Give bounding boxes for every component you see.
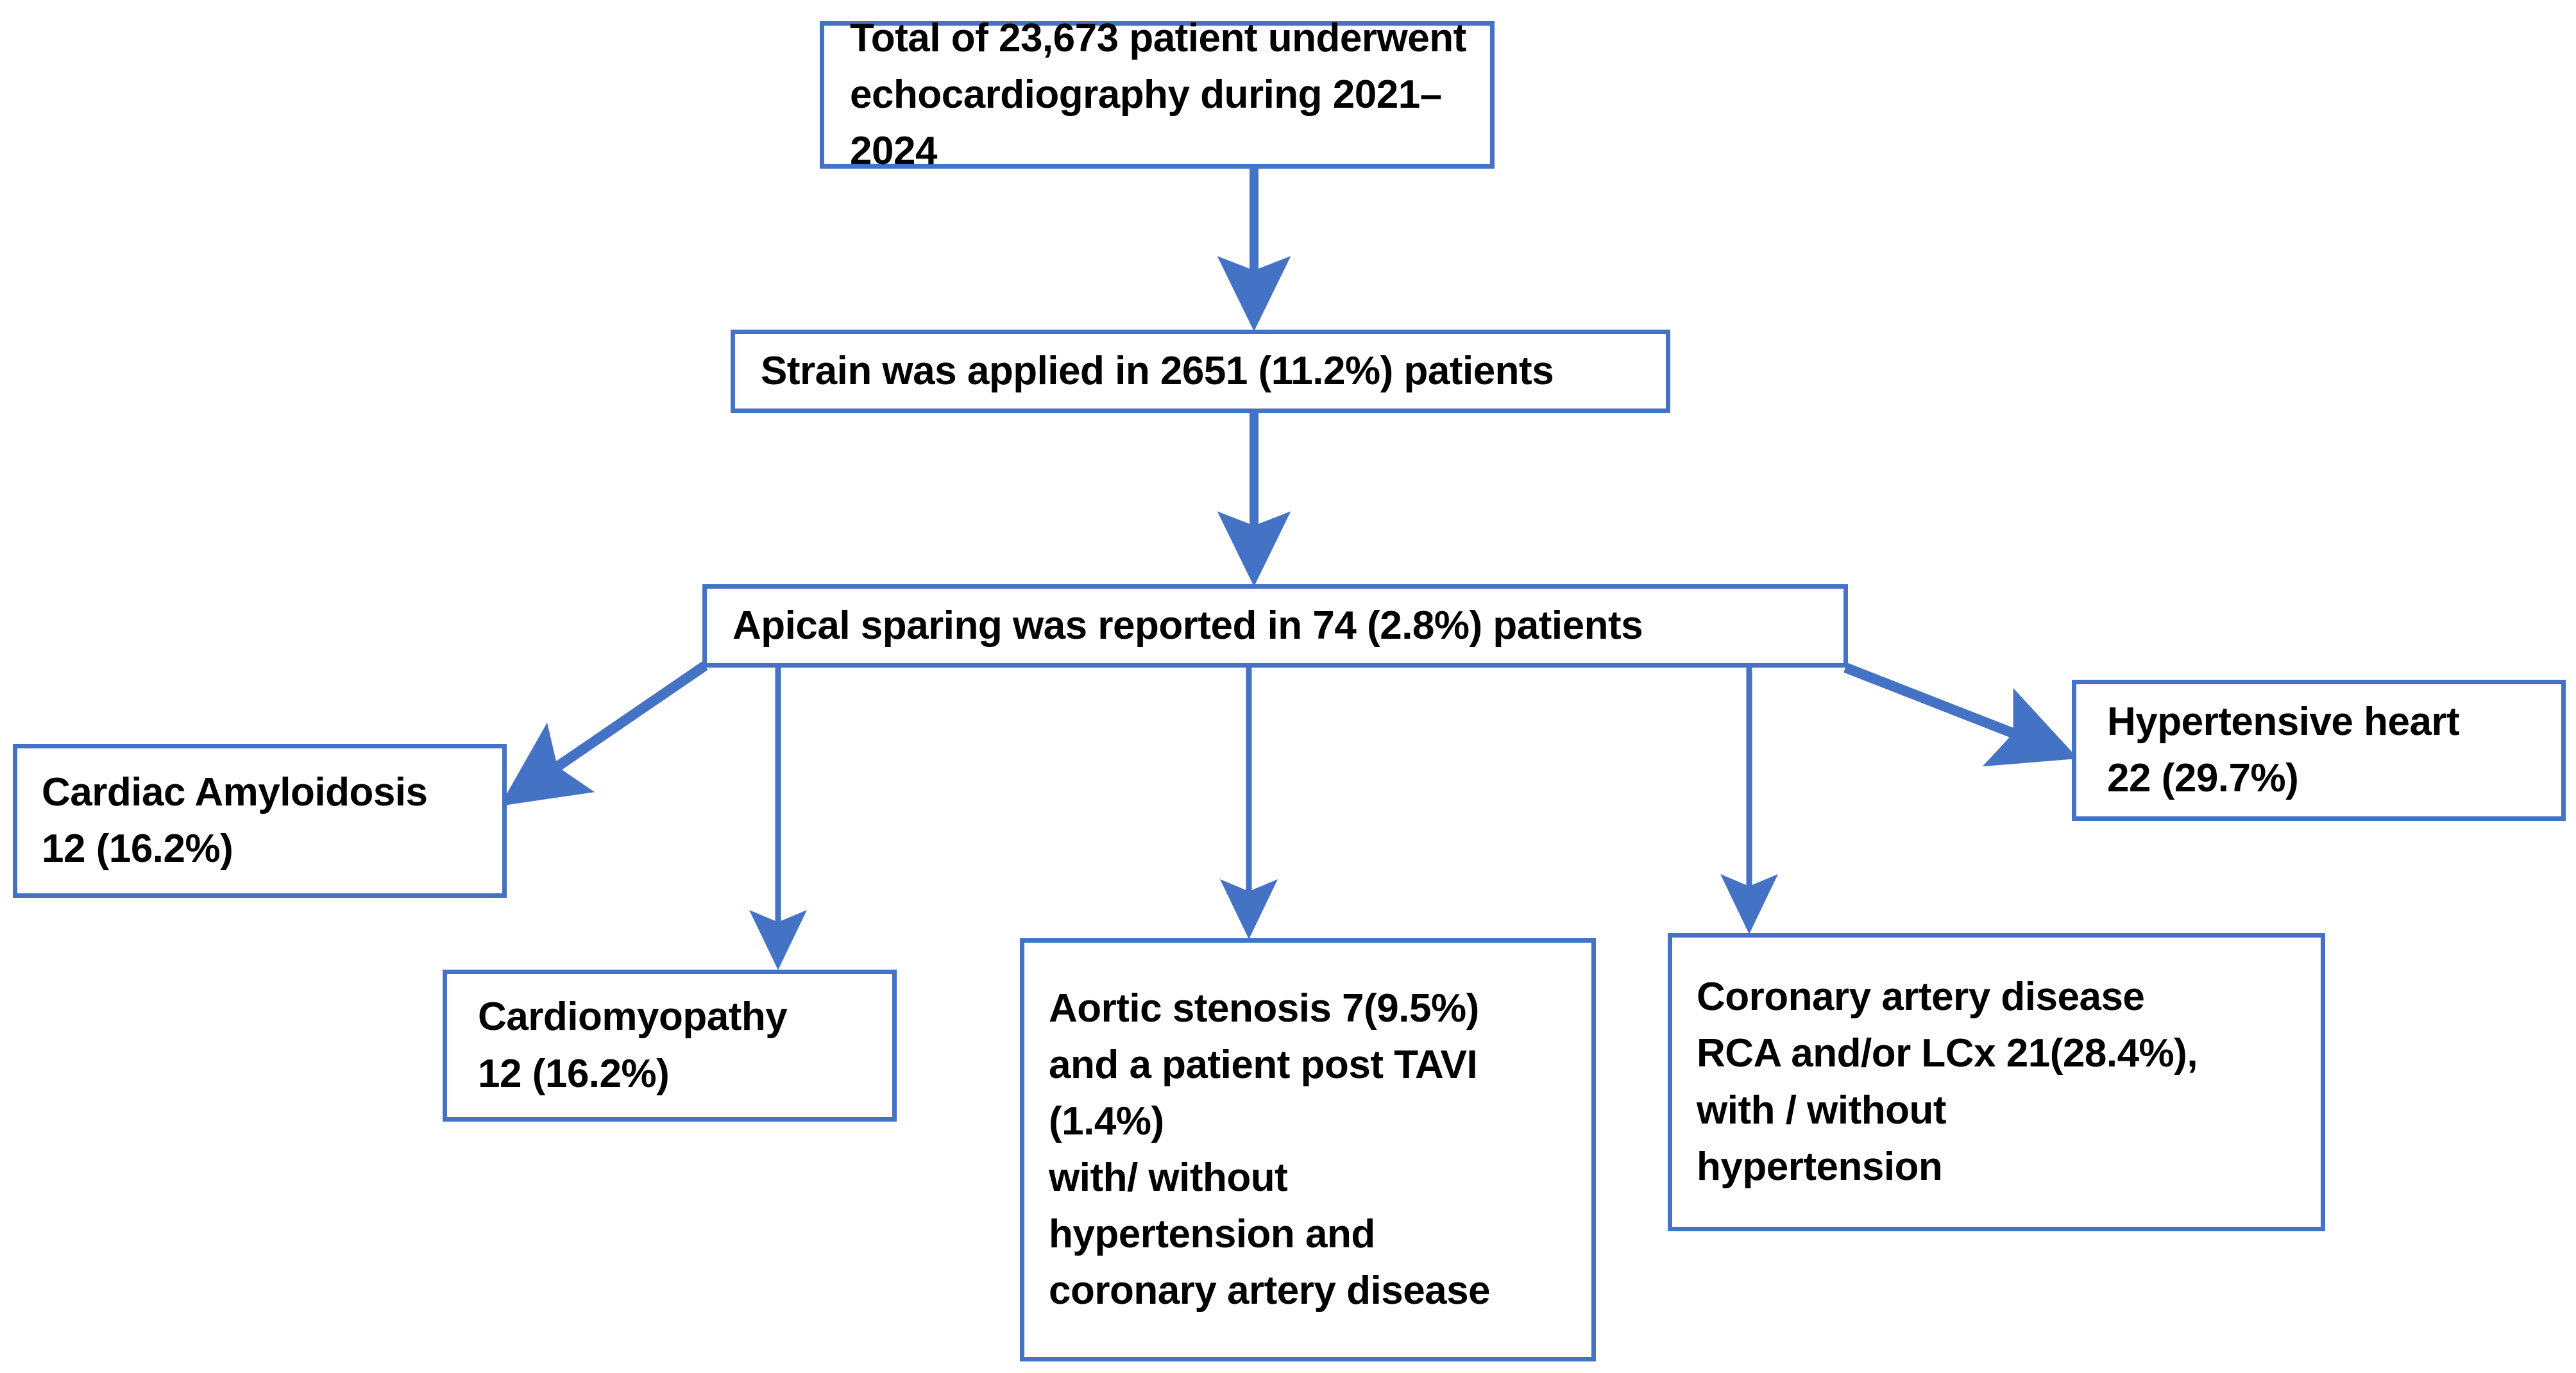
cardiac-amyloidosis-label: Cardiac Amyloidosis 12 (16.2%) bbox=[42, 770, 428, 871]
strain-applied-box[interactable]: Strain was applied in 2651 (11.2%) patie… bbox=[731, 330, 1670, 413]
coronary-artery-disease-label: Coronary artery disease RCA and/or LCx 2… bbox=[1697, 975, 2198, 1189]
cardiac-amyloidosis-box[interactable]: Cardiac Amyloidosis 12 (16.2%) bbox=[13, 744, 507, 898]
edge-apical-to-hypertensive bbox=[1843, 662, 2078, 767]
strain-applied-label: Strain was applied in 2651 (11.2%) patie… bbox=[761, 348, 1554, 393]
hypertensive-heart-label: Hypertensive heart 22 (29.7%) bbox=[2107, 699, 2460, 800]
apical-sparing-box[interactable]: Apical sparing was reported in 74 (2.8%)… bbox=[702, 584, 1848, 668]
hypertensive-heart-box[interactable]: Hypertensive heart 22 (29.7%) bbox=[2072, 680, 2566, 821]
aortic-stenosis-label: Aortic stenosis 7(9.5%) and a patient po… bbox=[1049, 986, 1491, 1313]
cardiomyopathy-label: Cardiomyopathy 12 (16.2%) bbox=[478, 995, 788, 1096]
edge-apical-to-amyloidosis bbox=[500, 661, 708, 806]
total-echocardiography-label: Total of 23,673 patient underwent echoca… bbox=[850, 15, 1466, 174]
aortic-stenosis-box[interactable]: Aortic stenosis 7(9.5%) and a patient po… bbox=[1020, 938, 1596, 1361]
total-echocardiography-box[interactable]: Total of 23,673 patient underwent echoca… bbox=[820, 16, 1495, 173]
coronary-artery-disease-box[interactable]: Coronary artery disease RCA and/or LCx 2… bbox=[1668, 933, 2325, 1231]
apical-sparing-label: Apical sparing was reported in 74 (2.8%)… bbox=[733, 603, 1643, 648]
cardiomyopathy-box[interactable]: Cardiomyopathy 12 (16.2%) bbox=[443, 970, 897, 1122]
